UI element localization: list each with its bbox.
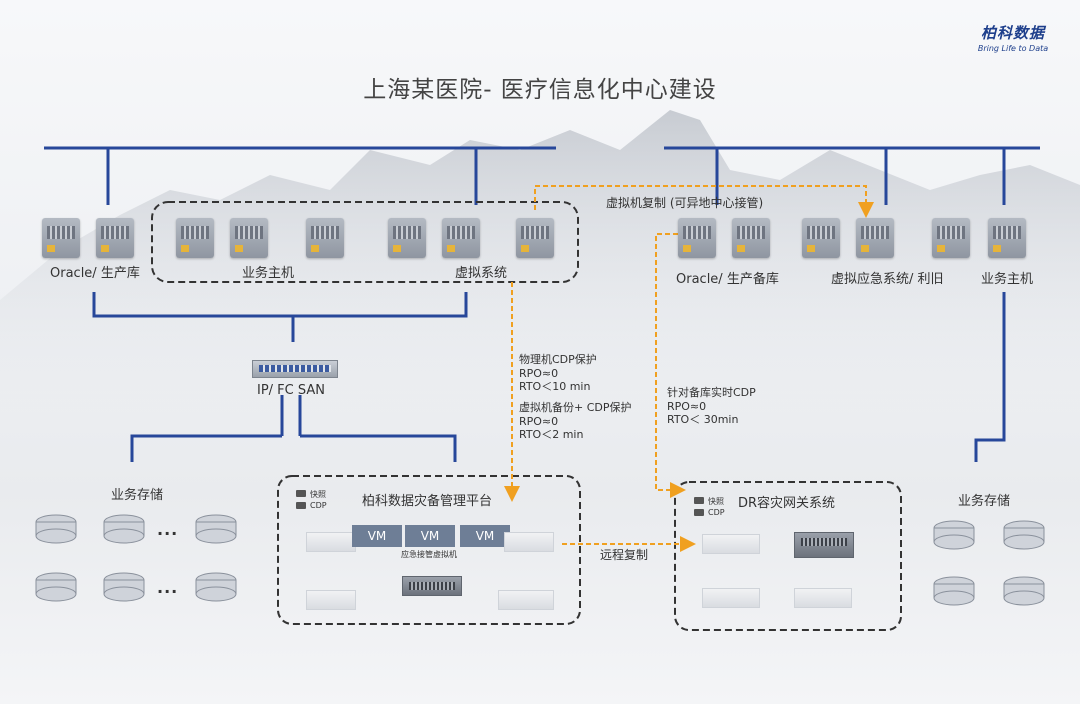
dr-gateway-title: DR容灾网关系统: [738, 496, 836, 511]
server-icon: [442, 218, 480, 258]
storage-disk-icon: [1003, 520, 1045, 550]
storage-rack: [498, 590, 554, 610]
standby-cdp-note: 针对备库实时CDP RPO≈0 RTO＜ 30min: [667, 386, 756, 426]
right-storage-disks: [933, 520, 1045, 606]
server-icon: [96, 218, 134, 258]
server-icon: [678, 218, 716, 258]
storage-disk-icon: [195, 572, 237, 602]
server-icon: [516, 218, 554, 258]
oracle-production-label: Oracle/ 生产库: [50, 266, 140, 281]
brand-slogan: Bring Life to Data: [977, 44, 1049, 53]
vm-replication-flow: [534, 185, 874, 218]
vm-block: VM: [352, 525, 402, 547]
vm-block: VM: [460, 525, 510, 547]
appliance-server: [794, 532, 854, 558]
server-icon: [932, 218, 970, 258]
server-icon: [802, 218, 840, 258]
dr-snapshot-label: 快照: [708, 497, 724, 506]
platform-box: [277, 475, 581, 625]
storage-ellipsis: ···: [157, 524, 179, 543]
storage-rack: [794, 588, 852, 608]
virtual-emergency-label: 虚拟应急系统/ 利旧: [831, 272, 944, 287]
storage-rack: [702, 588, 760, 608]
storage-disk-icon: [933, 520, 975, 550]
snapshot-icon: [296, 490, 306, 497]
storage-rack: [306, 532, 356, 552]
oracle-standby-label: Oracle/ 生产备库: [676, 272, 779, 287]
physical-cdp-note: 物理机CDP保护 RPO≈0 RTO＜10 min: [519, 353, 597, 393]
dr-cdp-label: CDP: [708, 508, 725, 517]
storage-disk-icon: [1003, 576, 1045, 606]
business-host-group-box: [151, 201, 579, 283]
storage-disk-icon: [933, 576, 975, 606]
remote-replication-label: 远程复制: [600, 548, 649, 562]
storage-disk-icon: [35, 514, 77, 544]
mountain-background: [0, 110, 1080, 420]
server-icon: [306, 218, 344, 258]
vm-block: VM: [405, 525, 455, 547]
brand-name: 柏科数据: [980, 24, 1045, 42]
storage-disk-icon: [103, 572, 145, 602]
san-switch-icon: [252, 360, 338, 378]
snapshot-label: 快照: [310, 490, 326, 499]
san-label: IP/ FC SAN: [257, 383, 325, 398]
right-storage-label: 业务存储: [958, 494, 1011, 509]
brand-logo: 柏科数据 Bring Life to Data: [968, 22, 1058, 53]
appliance-server: [402, 576, 462, 596]
storage-rack: [306, 590, 356, 610]
server-icon: [988, 218, 1026, 258]
business-host-label: 业务主机: [242, 266, 295, 281]
storage-disk-icon: [35, 572, 77, 602]
left-storage-disks: [35, 514, 237, 602]
dr-gateway-box: [674, 481, 902, 631]
storage-rack: [702, 534, 760, 554]
server-icon: [732, 218, 770, 258]
vm-replication-label: 虚拟机复制 (可异地中心接管): [606, 196, 764, 210]
page-title: 上海某医院- 医疗信息化中心建设: [363, 77, 717, 103]
storage-ellipsis: ···: [157, 582, 179, 601]
storage-disk-icon: [103, 514, 145, 544]
left-storage-label: 业务存储: [111, 488, 164, 503]
snapshot-icon: [694, 497, 704, 504]
right-business-host-label: 业务主机: [981, 272, 1034, 287]
server-icon: [230, 218, 268, 258]
standby-cdp-flow: [655, 233, 686, 498]
virtual-system-label: 虚拟系统: [455, 266, 508, 281]
cdp-label: CDP: [310, 501, 327, 510]
cdp-icon: [296, 502, 306, 509]
server-icon: [388, 218, 426, 258]
storage-disk-icon: [195, 514, 237, 544]
cdp-icon: [694, 509, 704, 516]
server-icon: [856, 218, 894, 258]
server-icon: [176, 218, 214, 258]
platform-title: 柏科数据灾备管理平台: [362, 494, 493, 509]
emergency-vm-label: 应急接管虚拟机: [401, 550, 457, 559]
vm-backup-cdp-note: 虚拟机备份+ CDP保护 RPO≈0 RTO＜2 min: [519, 401, 632, 441]
server-icon: [42, 218, 80, 258]
storage-rack: [504, 532, 554, 552]
